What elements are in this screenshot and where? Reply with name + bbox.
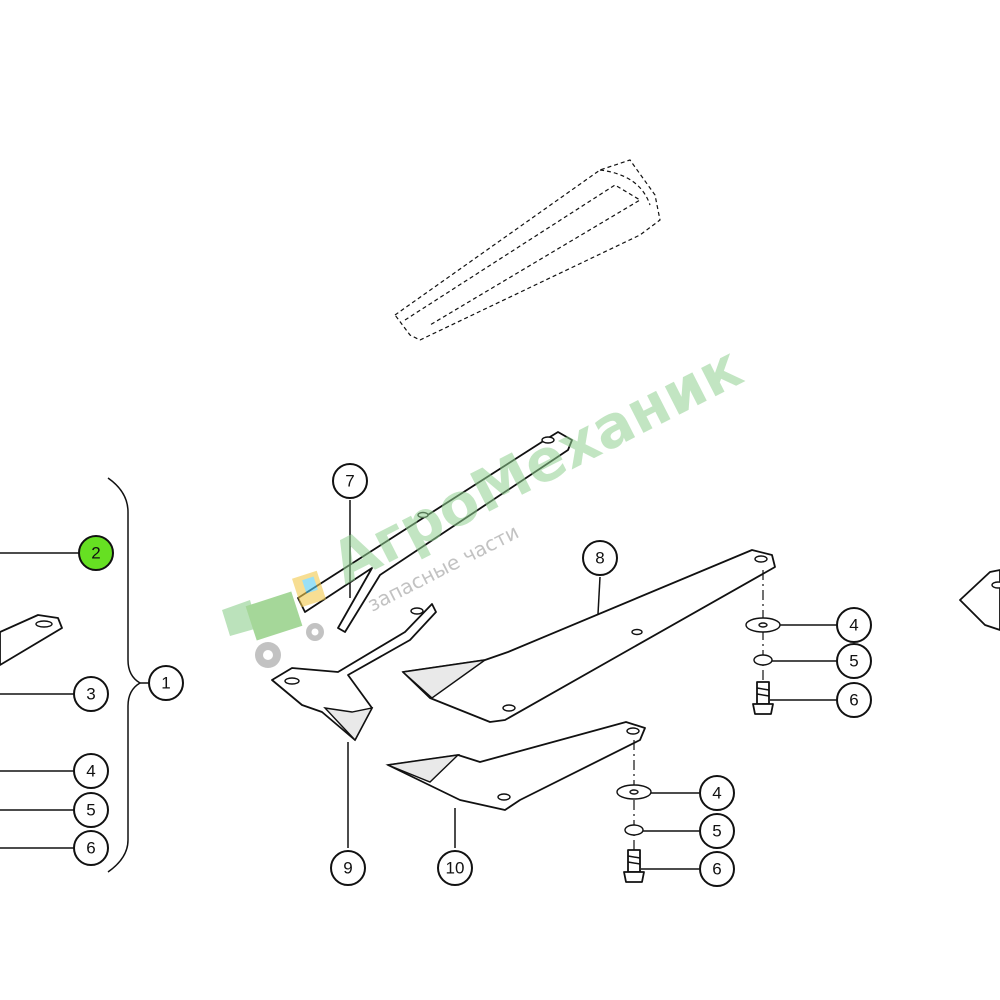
callout-6-left[interactable]: 6 bbox=[73, 830, 109, 866]
svg-text:2: 2 bbox=[91, 544, 100, 563]
svg-text:9: 9 bbox=[343, 859, 352, 878]
svg-text:1: 1 bbox=[161, 674, 170, 693]
ghost-tube-outline bbox=[394, 159, 661, 341]
callout-3[interactable]: 3 bbox=[73, 676, 109, 712]
right-part-fragment bbox=[959, 569, 1000, 631]
lock-washer-icon bbox=[753, 654, 773, 666]
callout-4-upper[interactable]: 4 bbox=[836, 607, 872, 643]
callout-8[interactable]: 8 bbox=[582, 540, 618, 576]
svg-text:10: 10 bbox=[446, 859, 465, 878]
left-part-fragment bbox=[0, 614, 63, 666]
callout-5-lower[interactable]: 5 bbox=[699, 813, 735, 849]
part-8-bar bbox=[401, 549, 776, 723]
callout-4-left[interactable]: 4 bbox=[73, 753, 109, 789]
svg-text:4: 4 bbox=[712, 784, 721, 803]
svg-text:4: 4 bbox=[86, 762, 95, 781]
svg-text:5: 5 bbox=[86, 801, 95, 820]
bolt-icon bbox=[623, 849, 645, 883]
callout-2[interactable]: 2 bbox=[78, 535, 114, 571]
callout-1[interactable]: 1 bbox=[148, 665, 184, 701]
callout-6-lower[interactable]: 6 bbox=[699, 851, 735, 887]
svg-text:4: 4 bbox=[849, 616, 858, 635]
svg-text:6: 6 bbox=[849, 691, 858, 710]
lock-washer-icon bbox=[624, 824, 644, 836]
svg-text:3: 3 bbox=[86, 685, 95, 704]
group-bracket bbox=[107, 477, 142, 873]
fastener-set-lower bbox=[616, 740, 652, 883]
svg-text:5: 5 bbox=[849, 652, 858, 671]
svg-text:6: 6 bbox=[86, 839, 95, 858]
callout-10[interactable]: 10 bbox=[437, 850, 473, 886]
part-9-plate bbox=[271, 603, 437, 742]
part-10-bar bbox=[385, 721, 646, 811]
callout-5-upper[interactable]: 5 bbox=[836, 643, 872, 679]
callout-9[interactable]: 9 bbox=[330, 850, 366, 886]
callout-7[interactable]: 7 bbox=[332, 463, 368, 499]
svg-text:5: 5 bbox=[712, 822, 721, 841]
callout-4-lower[interactable]: 4 bbox=[699, 775, 735, 811]
svg-text:7: 7 bbox=[345, 472, 354, 491]
leader-8 bbox=[597, 576, 601, 615]
watermark-brand: АгроМеханик bbox=[320, 332, 752, 597]
combine-harvester-icon bbox=[222, 570, 326, 668]
svg-text:6: 6 bbox=[712, 860, 721, 879]
callout-5-left[interactable]: 5 bbox=[73, 792, 109, 828]
callout-6-upper[interactable]: 6 bbox=[836, 682, 872, 718]
bolt-icon bbox=[752, 681, 774, 715]
fastener-set-upper bbox=[745, 570, 781, 715]
svg-text:8: 8 bbox=[595, 549, 604, 568]
